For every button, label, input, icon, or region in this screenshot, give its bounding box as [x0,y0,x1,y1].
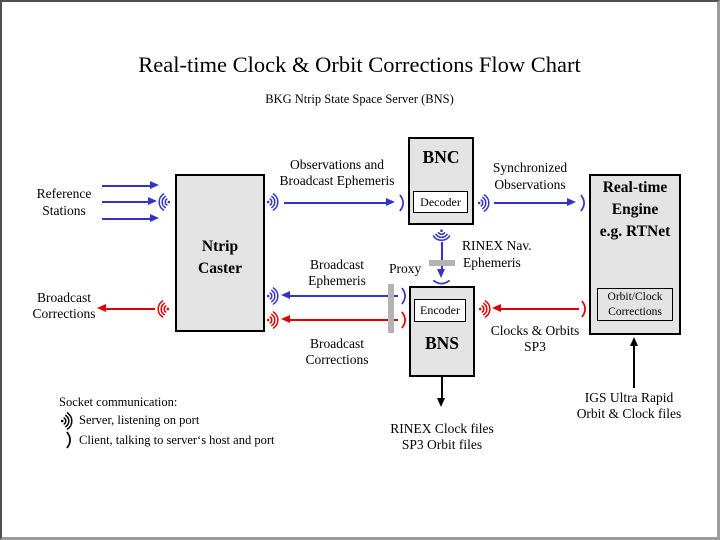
page-title: Real-time Clock & Orbit Corrections Flow… [138,52,581,77]
bns-caster-red-line [290,319,398,321]
reference-stations-label-line2: Stations [42,203,86,218]
ref-arrowhead-1 [150,181,159,189]
igs-engine-arrowhead [630,337,638,346]
engine-bns-arrowhead [492,304,501,312]
broadcast-ephemeris-label-line2: Ephemeris [308,273,366,288]
engine-label-line2: Engine [611,201,659,218]
ref-arrow-line-2 [102,201,148,203]
rinex-nav-label-line2: Ephemeris [463,255,521,270]
ref-arrowhead-2 [148,197,157,205]
rinex-clock-files-line1: RINEX Clock files [390,421,494,436]
legend-server-label: Server, listening on port [79,413,200,427]
server-socket-icon [158,192,171,212]
reference-stations-label-line1: Reference [36,186,92,201]
decoder-label: Decoder [420,194,461,209]
encoder-label: Encoder [420,303,460,317]
engine-bns-line [501,308,579,310]
caster-bnc-arrowhead [386,198,395,206]
legend-client-label: Client, talking to server‘s host and por… [79,433,275,447]
observations-label-line1: Observations and [289,157,385,172]
bns-label: BNS [424,333,460,353]
broadcast-corrections-left-line2: Corrections [32,306,96,321]
bns-files-line [441,377,443,398]
orbit-clock-corrections-box: Orbit/Clock Corrections [597,288,673,321]
client-socket-icon [399,194,406,212]
server-socket-icon [157,299,170,319]
igs-engine-line [633,346,635,388]
rinex-nav-label-line1: RINEX Nav. [462,238,532,253]
proxy-bar-horizontal [429,260,455,266]
client-socket-icon [433,279,451,287]
bns-caster-red-arrowhead [281,315,290,323]
proxy-label: Proxy [389,261,422,276]
bns-caster-blue-arrowhead [281,291,290,299]
bnc-bns-arrowhead [437,269,445,278]
client-socket-icon [401,311,408,329]
bnc-bns-line [441,242,443,269]
server-socket-icon [266,192,279,212]
bnc-label: BNC [422,147,460,167]
ntrip-caster-box [175,174,265,332]
bnc-engine-arrowhead [567,198,576,206]
observations-label-line2: Broadcast Ephemeris [279,173,395,188]
synchronized-label-line2: Observations [494,177,566,192]
bnc-engine-line [494,202,567,204]
client-socket-icon [580,194,587,212]
orbit-clock-line1: Orbit/Clock [607,291,663,304]
server-socket-legend-icon [60,411,73,431]
proxy-bar-vertical [388,284,394,333]
engine-label-line3: e.g. RTNet [599,223,671,240]
decoder-box: Decoder [413,191,468,213]
client-socket-icon [401,287,408,305]
page-subtitle: BKG Ntrip State Space Server (BNS) [265,92,454,106]
clocks-orbits-label-line1: Clocks & Orbits [490,323,580,338]
igs-label-line2: Orbit & Clock files [576,406,682,421]
rinex-clock-files-line2: SP3 Orbit files [401,437,483,452]
bc-left-arrow-line [106,308,155,310]
broadcast-ephemeris-label-line1: Broadcast [310,257,364,272]
bns-files-arrowhead [437,398,445,407]
ntrip-caster-label-line2: Caster [198,260,242,277]
synchronized-label-line1: Synchronized [492,160,568,175]
igs-label-line1: IGS Ultra Rapid [584,390,674,405]
client-socket-legend-icon [66,431,73,449]
legend-heading: Socket communication: [59,395,178,409]
broadcast-corrections-mid-line2: Corrections [305,352,369,367]
caster-bnc-line [284,202,386,204]
bc-left-arrowhead [97,304,106,312]
bns-caster-blue-line [290,295,398,297]
client-socket-icon [581,300,588,318]
encoder-box: Encoder [414,299,466,322]
server-socket-icon [266,310,279,330]
ref-arrow-line-1 [102,185,150,187]
engine-label-line1: Real-time [602,179,668,196]
server-socket-icon [478,299,491,319]
ref-arrowhead-3 [150,214,159,222]
ntrip-caster-label-line1: Ntrip [201,238,239,255]
ref-arrow-line-3 [102,218,150,220]
orbit-clock-line2: Corrections [608,305,662,318]
broadcast-corrections-left-line1: Broadcast [37,290,91,305]
broadcast-corrections-mid-line1: Broadcast [310,336,364,351]
server-socket-icon [432,229,452,242]
clocks-orbits-label-line2: SP3 [524,339,546,354]
server-socket-icon [477,193,490,213]
server-socket-icon [266,286,279,306]
